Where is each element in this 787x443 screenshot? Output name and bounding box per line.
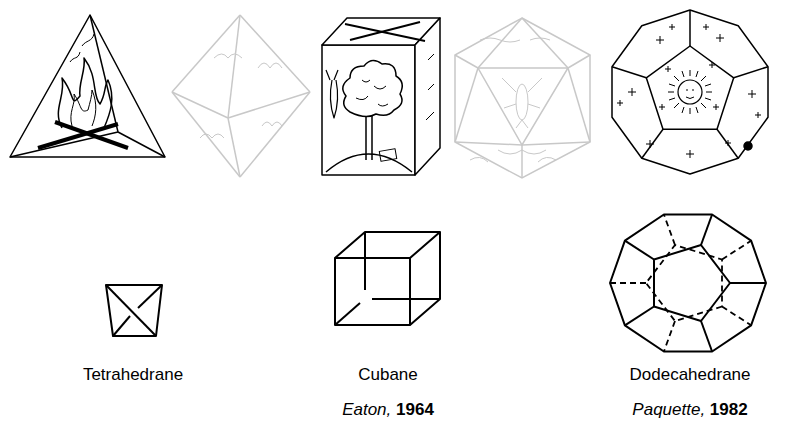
cube-face [415, 18, 440, 175]
icosahedron-edge [568, 55, 590, 68]
year: 1964 [391, 400, 434, 419]
icosahedron-edge [522, 18, 568, 68]
bird [200, 54, 282, 138]
dodecahedrane-outline [610, 215, 766, 352]
dodecahedrane-bond [625, 307, 654, 326]
citation: Paquette, 1982 [632, 400, 747, 420]
octahedron-edge [240, 92, 310, 177]
tetrahedron-outline [10, 15, 165, 157]
flame [58, 58, 112, 128]
dodecahedrane-hidden-bond [610, 282, 646, 284]
octahedron-edge [228, 15, 240, 118]
tetrahedrane-structure [106, 285, 162, 336]
dodecahedrane-hidden-bond [664, 321, 675, 352]
dodecahedrane-bond [730, 282, 766, 284]
icosahedron-edge [455, 55, 478, 68]
smoke [70, 34, 94, 62]
dodecahedrane-bond [625, 241, 654, 260]
dodecahedrane-bond [701, 215, 712, 246]
icosahedron-outline [455, 18, 590, 178]
sun-rays [668, 70, 712, 114]
radish [326, 70, 338, 118]
icosahedron-edge [522, 142, 590, 145]
tool [345, 24, 425, 41]
stars [617, 24, 761, 158]
wave [470, 38, 556, 162]
dodecahedrane-back-face [646, 245, 722, 321]
tetrahedrane-outline [106, 285, 162, 336]
icosahedron-edge [568, 68, 590, 142]
compound-name: Dodecahedrane [630, 365, 751, 385]
cubane-bond [335, 232, 440, 258]
cubane-bond [372, 298, 440, 300]
tetrahedrane-bond [106, 285, 156, 336]
hill [326, 154, 412, 172]
compound-name: Cubane [358, 365, 418, 385]
octahedron-edge [240, 15, 310, 92]
compound-name: Tetrahedrane [83, 365, 183, 385]
dodecahedrane-structure [610, 215, 766, 352]
dodecahedron-face [646, 46, 733, 129]
dodecahedron-universe [612, 10, 768, 174]
hatching [426, 54, 434, 120]
author: Eaton, [342, 400, 391, 419]
citation: Eaton, 1964 [342, 400, 434, 420]
cube-face [322, 45, 415, 175]
cubane-bond [335, 303, 360, 325]
dodecahedrane-hidden-bond [722, 307, 751, 326]
dodecahedron-edge [734, 67, 768, 78]
tetrahedron-edge [10, 132, 118, 157]
crayfish [516, 84, 528, 120]
icosahedron-water [455, 18, 590, 178]
icosahedron-face [478, 68, 568, 145]
tetrahedrane-bond [138, 285, 162, 308]
dodecahedrane-hidden-bond [722, 241, 751, 260]
book [379, 149, 396, 162]
log [55, 122, 128, 148]
dodecahedron-edge [689, 10, 691, 46]
tree-leaves [356, 80, 388, 106]
year: 1982 [705, 400, 748, 419]
cube-earth [322, 18, 440, 175]
octahedron-edge [228, 92, 310, 118]
dodecahedrane-hidden-bond [664, 215, 675, 246]
dodecahedron-outline [612, 10, 768, 174]
tetrahedron-fire [10, 15, 165, 157]
author: Paquette, [632, 400, 705, 419]
cubane-bond [410, 232, 440, 325]
dodecahedrane-bond [701, 321, 712, 352]
flame [71, 90, 96, 126]
cubane-structure [335, 232, 440, 325]
cube-face [322, 18, 440, 45]
icosahedron-edge [478, 18, 522, 68]
dot [744, 142, 752, 150]
star [617, 24, 761, 158]
octahedron-air [172, 15, 310, 177]
octahedron-edge [172, 15, 240, 92]
hidden-bonds [610, 215, 751, 352]
icosahedron-edge [455, 142, 522, 145]
sun-face [686, 90, 694, 99]
octahedron-edge [228, 118, 240, 177]
log [38, 124, 118, 148]
cubane-bond [364, 232, 366, 290]
tree-trunk [366, 112, 372, 160]
octahedron-edge [172, 92, 228, 118]
tetrahedron-edge [90, 15, 118, 132]
tetrahedrane-bond [113, 316, 130, 336]
cubane-face [335, 258, 410, 325]
tree-canopy [343, 60, 402, 116]
crayfish-legs [502, 78, 542, 128]
icosahedron-edge [455, 68, 478, 142]
tetrahedron-edge [118, 132, 165, 157]
dodecahedron-edge [612, 67, 646, 78]
sun [678, 80, 702, 104]
